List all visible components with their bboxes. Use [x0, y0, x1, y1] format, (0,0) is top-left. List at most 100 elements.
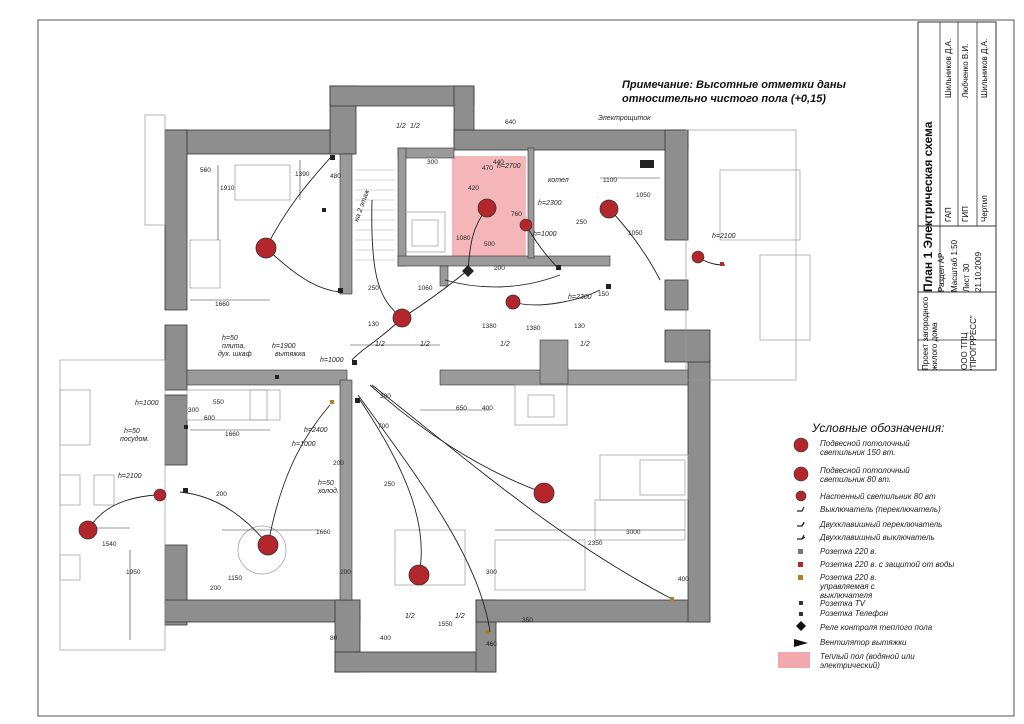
dim-value: 1050	[636, 192, 651, 199]
dim-value: 250	[384, 481, 395, 488]
staircase	[355, 169, 395, 261]
tb-section: Раздел АР	[937, 252, 946, 292]
dim-value: 1050	[628, 230, 643, 237]
legend-phone-socket-icon	[799, 612, 803, 616]
legend-socket-icon	[798, 549, 803, 554]
label-h1900: вытяжка	[275, 351, 305, 358]
dim-value: 200	[216, 491, 227, 498]
wiring	[87, 157, 726, 633]
legend-socket-switched-icon	[798, 575, 803, 580]
label-stair: на 2 этаж	[353, 188, 371, 223]
label-h1900: h=1900	[272, 343, 296, 350]
dim-value: 200	[333, 460, 344, 467]
legend-item: Реле контроля теплого пола	[820, 623, 933, 632]
label-fraction: 1/2	[396, 123, 406, 130]
label-fraction: 1/2	[375, 341, 385, 348]
title-block-frame	[917, 21, 997, 371]
dimension-values: 560 1910 1390 480 1660 640 300 470 440 4…	[102, 119, 689, 648]
dim-value: 130	[574, 323, 585, 330]
legend-title: Условные обозначения:	[812, 421, 945, 435]
dim-value: 200	[210, 585, 221, 592]
legend-item: Розетка 220 в.	[820, 547, 877, 556]
lamp-150w	[255, 237, 277, 259]
legend-item: Розетка 220 в. с защитой от воды	[820, 560, 955, 569]
label-h2300: h=2300	[538, 200, 562, 207]
tb-scale: Масштаб 1:50	[950, 239, 959, 292]
dim-value: 1660	[215, 301, 230, 308]
label-h1000: h=1000	[533, 231, 557, 238]
label-fraction: 1/2	[420, 341, 430, 348]
tb-name-3: Шильников Д.А.	[980, 38, 989, 98]
label-h50: холод.	[317, 487, 339, 495]
legend-lamp-80w-icon	[793, 466, 809, 482]
dim-value: 2350	[588, 540, 603, 547]
tb-project: Проект загородного жилого дома	[921, 296, 939, 370]
dim-value: 480	[330, 173, 341, 180]
tb-title: План 1 Электрическая схема	[921, 121, 935, 292]
lamp-150w	[599, 199, 619, 219]
furniture-outlines	[59, 114, 811, 651]
label-kotel: котел	[548, 177, 569, 184]
dim-value: 300	[486, 569, 497, 576]
legend-item: Настенный светильник 80 вт	[820, 492, 936, 501]
legend-fan-icon	[794, 639, 808, 647]
wall-lamp	[519, 218, 533, 232]
wall-lamps-80w	[153, 218, 705, 502]
exterior-walls	[164, 85, 711, 673]
label-shield: Электрощиток	[598, 115, 651, 122]
dim-value: 400	[380, 635, 391, 642]
label-fraction: 1/2	[455, 613, 465, 620]
label-h2400: h=2400	[304, 427, 328, 434]
dim-value: 640	[505, 119, 516, 126]
legend-item: Двухклавишный выключатель	[820, 533, 935, 542]
height-note: Примечание: Высотные отметки даны относи…	[622, 78, 846, 106]
label-h1000: h=1000	[320, 357, 344, 364]
dim-value: 130	[368, 321, 379, 328]
dim-value: 1550	[438, 621, 453, 628]
lamp-150w	[408, 564, 430, 586]
legend-item: Розетка Телефон	[820, 609, 889, 618]
label-h2700: h=2700	[497, 163, 521, 170]
legend-lamp-150w-icon	[793, 437, 809, 453]
dim-value: 150	[598, 291, 609, 298]
legend-symbols	[778, 437, 810, 668]
plan-labels: Электрощиток котел h=2700 h=2300 h=2300 …	[118, 115, 736, 620]
label-h50: плита,	[222, 343, 245, 350]
dim-value: 300	[380, 393, 391, 400]
label-h2100: h=2100	[712, 233, 736, 240]
dim-value: 700	[378, 423, 389, 430]
lamp-150w	[257, 534, 279, 556]
label-h50: дух. шкаф	[218, 350, 252, 358]
dim-value: 250	[368, 285, 379, 292]
label-fraction: 1/2	[405, 613, 415, 620]
lamp-150w	[78, 520, 98, 540]
legend-double-breaker-icon	[797, 534, 806, 540]
legend-item: Двухклавишный переключатель	[820, 520, 943, 529]
lamp-150w	[477, 198, 497, 218]
legend-wall-lamp-icon	[795, 490, 807, 502]
label-h50: h=50	[124, 428, 140, 435]
dim-value: 200	[494, 265, 505, 272]
dim-value: 560	[200, 167, 211, 174]
dim-value: 650	[456, 405, 467, 412]
dim-value: 250	[576, 219, 587, 226]
tb-role-gip: ГИП	[961, 206, 970, 222]
switches-sockets	[183, 155, 724, 634]
legend-item: Подвесной потолочный светильник 80 вт.	[820, 466, 910, 484]
label-h2100: h=2100	[118, 473, 142, 480]
dim-value: 1150	[228, 575, 242, 582]
dim-value: 1540	[102, 541, 117, 548]
label-fraction: 1/2	[410, 123, 420, 130]
tb-org: ООО ТПЦ "ПРОГРРЕСС"	[960, 315, 978, 370]
dim-value: 1390	[295, 171, 310, 178]
dim-value: 1060	[418, 285, 433, 292]
label-h2300: h=2300	[568, 294, 592, 301]
legend-item: Розетка TV	[820, 599, 865, 608]
dim-value: 1380	[482, 323, 497, 330]
dim-value: 400	[482, 405, 493, 412]
ceiling-lamps-150w	[78, 198, 619, 586]
dim-value: 400	[678, 576, 689, 583]
dim-value: 440	[493, 159, 504, 166]
dim-value: 760	[511, 211, 522, 218]
